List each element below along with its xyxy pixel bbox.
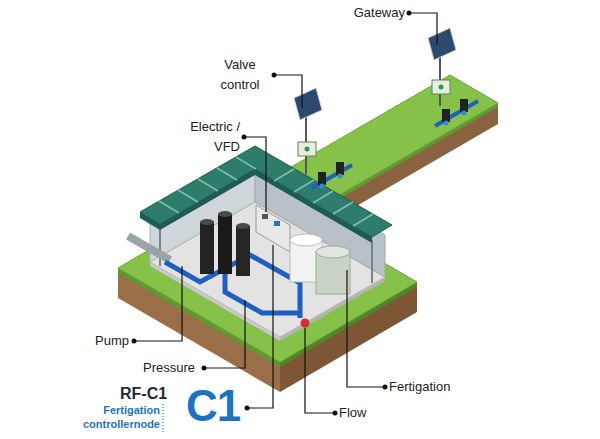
callout-label: Valve control (205, 55, 275, 95)
radio-node (298, 142, 316, 156)
product-name: RF-C1 (120, 384, 190, 404)
leader-line (247, 245, 273, 408)
leader-dot (132, 339, 137, 344)
callout-label: Gateway (335, 3, 405, 23)
valve (442, 109, 450, 122)
solar-panel (294, 88, 322, 120)
product-subtitle: Fertigation controllernode (68, 403, 160, 431)
roof-slat (274, 169, 294, 181)
leader-line (347, 270, 385, 387)
roof-slat (313, 191, 333, 203)
leader-dot (202, 366, 207, 371)
callout-label: Pump (95, 331, 135, 351)
leader-dot (272, 73, 277, 78)
pump-body (200, 219, 214, 225)
flow-meter (301, 319, 310, 328)
solar-panel (428, 28, 456, 60)
logo-separator (162, 404, 163, 432)
roof-slat (178, 190, 198, 202)
pump-body (218, 214, 232, 274)
leader-dot (407, 11, 412, 16)
logo-mark: C1 (186, 382, 246, 430)
panel-display (274, 221, 280, 226)
roof-slat (353, 214, 373, 226)
valve (318, 172, 326, 185)
valve-pipe (435, 101, 478, 126)
roof-slat (198, 179, 218, 191)
roof-slat (159, 201, 179, 213)
leader-dot (245, 406, 250, 411)
valve-pipe (312, 165, 352, 188)
valve (460, 99, 468, 112)
roof-slat (236, 157, 256, 169)
status-light (439, 85, 444, 90)
callout-label: Fertigation (389, 377, 469, 397)
leader-line (409, 13, 437, 45)
valve (444, 121, 449, 126)
panel-display (262, 214, 268, 219)
pump-body (236, 223, 250, 229)
fertilizer-tank (316, 246, 350, 258)
pump-body (236, 226, 250, 276)
callout-label: Flow (339, 403, 389, 423)
inlet-pipe (128, 236, 170, 260)
radio-node (432, 80, 450, 94)
pump-body (200, 222, 214, 274)
leader-dot (383, 385, 388, 390)
leader-line (305, 328, 335, 413)
electric-panel (256, 205, 290, 252)
callout-label: Electric / VFD (165, 117, 240, 157)
leader-dot (242, 135, 247, 140)
fertilizer-tank (290, 234, 322, 246)
leader-line (134, 266, 182, 341)
leader-dot (333, 411, 338, 416)
valve (338, 174, 343, 179)
valve (462, 111, 467, 116)
water-pipe (165, 255, 300, 318)
leader-line (274, 75, 302, 108)
water-pipe (225, 270, 300, 313)
pole (439, 52, 441, 106)
roof-slat (294, 180, 314, 192)
status-light (305, 147, 310, 152)
roof-slat (217, 168, 237, 180)
roof-slat (333, 202, 353, 214)
pump-body (218, 211, 232, 217)
callout-label: Pressure (143, 358, 203, 378)
valve (336, 162, 344, 175)
valve (320, 184, 325, 189)
leader-line (244, 137, 266, 212)
roof-post (159, 228, 161, 266)
leader-line (204, 300, 245, 368)
roof-post (371, 240, 373, 283)
